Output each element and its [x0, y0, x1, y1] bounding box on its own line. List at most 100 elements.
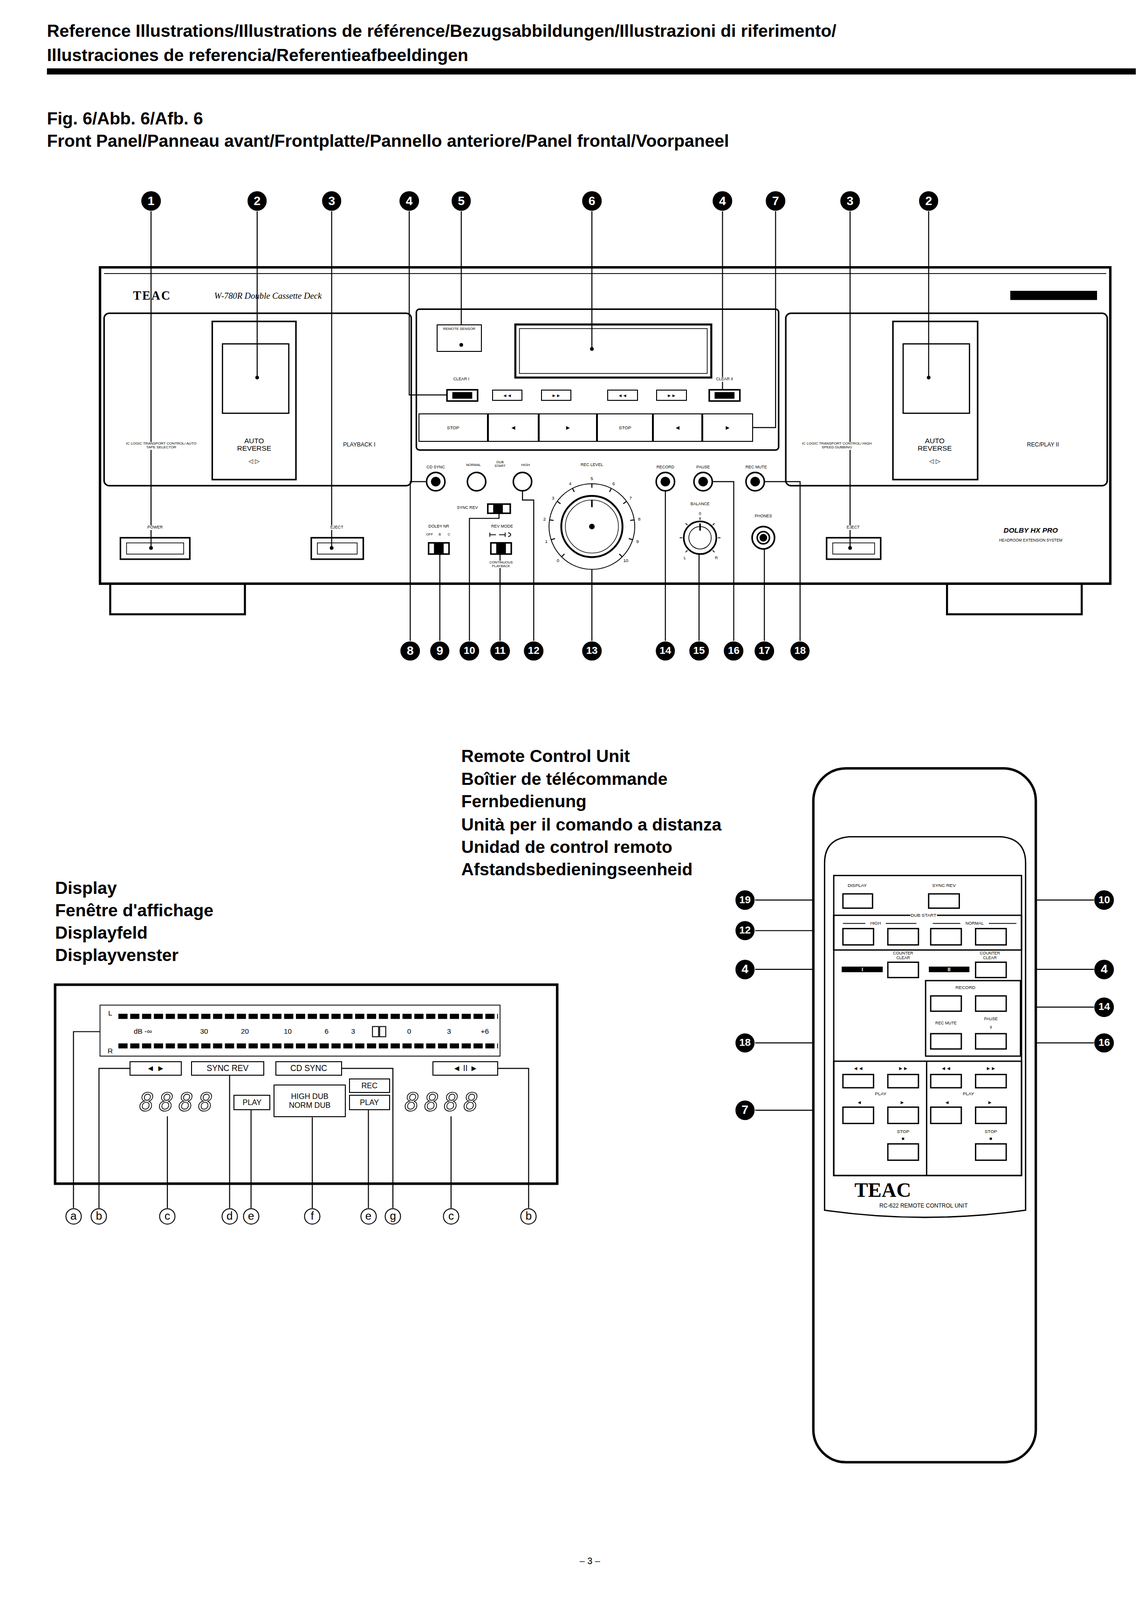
panel-label: DUB START	[910, 912, 937, 918]
panel-label: IC LOGIC TRANSPORT CONTROL/ AUTO TAPE SE…	[124, 441, 198, 450]
node-text: ►►	[551, 392, 562, 398]
panel-label: ►	[898, 1099, 906, 1105]
counter-tag: II	[928, 966, 970, 973]
remote-control	[887, 1074, 919, 1088]
cassette-deck	[946, 583, 1082, 615]
display-indicator: CD SYNC	[275, 1061, 342, 1076]
display-indicator: ◄ II ►	[432, 1061, 498, 1076]
node-text: REMOTE SENSOR	[443, 326, 476, 331]
cassette-deck	[826, 537, 881, 560]
remote-control	[843, 1107, 874, 1124]
callout-letter: c	[442, 1207, 460, 1225]
callout-letter: d	[221, 1207, 238, 1225]
display-window	[54, 984, 557, 1184]
cassette-deck	[709, 389, 741, 401]
panel-label: DOLBY NR	[427, 524, 450, 529]
cassette-deck	[519, 328, 708, 374]
cassette-deck	[426, 472, 445, 491]
leader-line	[849, 211, 851, 549]
cassette-deck	[311, 537, 364, 560]
display-window	[118, 1013, 499, 1019]
panel-label: HIGH	[520, 463, 531, 467]
leader-line	[712, 481, 734, 641]
heading-text: Boîtier de télécommande	[461, 768, 668, 789]
cassette-deck	[212, 321, 296, 480]
heading-text: Afstandsbedieningseenheid	[461, 859, 693, 879]
panel-label: CLEAR I	[452, 377, 470, 383]
panel-label: CONTINUOUS PLAYBACK	[485, 560, 517, 569]
node-text: PLAY	[359, 1097, 379, 1107]
cassette-deck	[431, 477, 440, 487]
panel-label: ►	[987, 1099, 994, 1105]
remote-control	[885, 923, 917, 925]
dial-tick	[685, 523, 688, 526]
panel-label: ■	[988, 1136, 993, 1142]
cassette-deck	[699, 523, 701, 531]
leader-line	[150, 211, 152, 549]
leader-line	[367, 1110, 369, 1208]
panel-label: PAUSE	[983, 1016, 999, 1022]
panel-label: PHONES	[754, 514, 773, 519]
remote-control	[843, 923, 866, 925]
dial-tick	[623, 501, 627, 504]
cassette-deck	[496, 543, 506, 554]
transport-button: STOP	[596, 413, 653, 442]
dial-tick	[628, 538, 633, 540]
dial-tick	[561, 554, 565, 557]
cassette-deck	[100, 267, 1111, 615]
dial-tick	[630, 519, 635, 521]
leader-line	[250, 1110, 252, 1208]
transport-button: ►	[702, 413, 754, 442]
node-text: STOP	[446, 425, 460, 431]
leader-line	[591, 569, 593, 641]
cassette-deck	[222, 343, 289, 414]
remote-control	[975, 995, 1007, 1012]
panel-label: 0	[698, 512, 702, 517]
cassette-deck	[428, 542, 450, 555]
node-text: CD SYNC	[290, 1063, 328, 1073]
cassette-deck	[656, 472, 675, 491]
brand-logo: TEAC	[854, 1178, 912, 1201]
panel-label: STOP	[984, 1129, 998, 1135]
display-window	[118, 1043, 499, 1049]
cassette-deck	[693, 472, 713, 491]
counter-tag: I	[842, 966, 884, 973]
node-text: ►►	[666, 392, 677, 398]
dial-tick	[679, 537, 682, 539]
remote-control	[843, 893, 873, 909]
search-button: ◄◄	[492, 389, 523, 401]
heading-text: Remote Control Unit	[461, 746, 631, 766]
dial-tick	[619, 554, 623, 557]
panel-label: 10	[622, 557, 629, 563]
panel-label: 6	[611, 481, 616, 487]
display-label: +6	[479, 1027, 489, 1036]
callout-number: 18	[735, 1033, 755, 1053]
panel-label: CD SYNC	[425, 465, 446, 470]
callout-number: 4	[713, 191, 733, 212]
dial-tick	[549, 483, 721, 557]
leader-line	[149, 546, 153, 550]
leader-line	[721, 211, 723, 390]
cassette-deck	[699, 477, 708, 487]
cassette-deck	[561, 495, 623, 557]
display-label: R	[107, 1047, 114, 1056]
panel-label: 0	[556, 557, 560, 563]
feature-logo: DOLBY HX PRO	[1003, 526, 1058, 535]
panel-label: ◁ ▷	[247, 457, 261, 465]
sensor-window: REMOTE SENSOR	[436, 324, 482, 352]
remote-control	[975, 1107, 1007, 1124]
cassette-deck	[757, 531, 770, 544]
panel-label: ◁ ▷	[928, 457, 941, 465]
transport-button: ►	[538, 413, 597, 442]
callout-number: 12	[735, 920, 755, 941]
remote-control	[988, 923, 1017, 925]
leader-line	[311, 1117, 313, 1208]
cassette-deck	[317, 542, 357, 555]
dial-tick	[557, 501, 561, 504]
leader-line	[409, 211, 447, 395]
dial-tick	[712, 550, 715, 553]
remote-control	[925, 1061, 928, 1176]
panel-label: ■	[901, 1136, 906, 1142]
panel-label: 9	[635, 538, 639, 544]
remote-control	[887, 928, 919, 945]
